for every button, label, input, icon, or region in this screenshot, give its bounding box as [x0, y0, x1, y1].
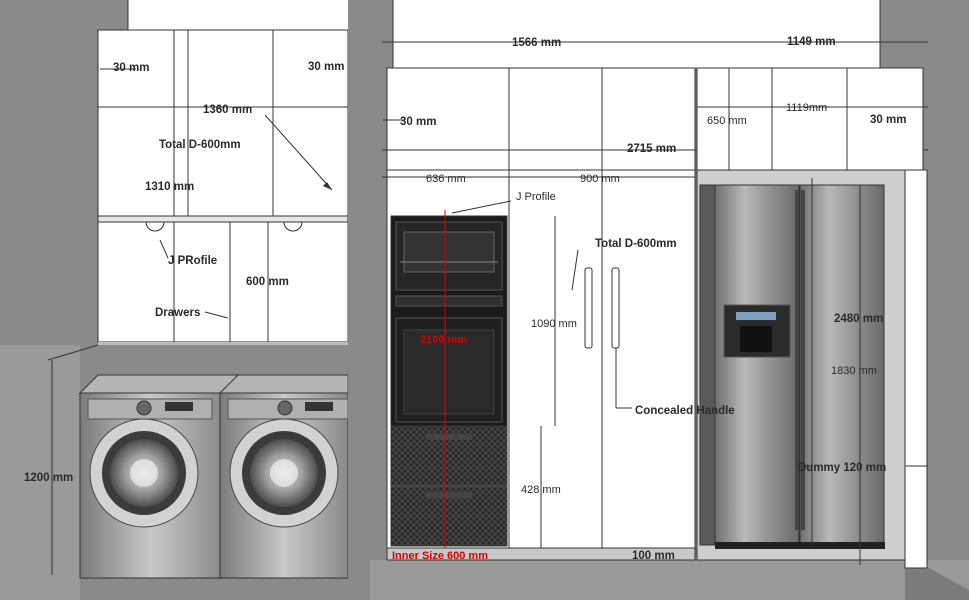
left-gap-left-label: 30 mm [113, 62, 149, 74]
left-upper-height-label: 1310 mm [145, 181, 194, 193]
tall-width-label: 1566 mm [512, 37, 561, 49]
gap-left-label: 30 mm [400, 116, 436, 128]
left-gap-right-label: 30 mm [308, 61, 344, 73]
left-side-wall [0, 345, 80, 600]
j-profile-label: J Profile [516, 191, 556, 203]
pantry-handle-right [611, 267, 620, 349]
gap-right-label: 30 mm [870, 114, 906, 126]
left-width-label: 1360 mm [203, 104, 252, 116]
left-floor-height-label: 1200 mm [24, 472, 73, 484]
dummy-label: Dummy 120 mm [798, 462, 886, 474]
pantry-width-label: 900 mm [580, 173, 620, 185]
washing-machine-1 [78, 373, 240, 580]
lower-cabinet-block [97, 221, 349, 343]
fridge-body-height-label: 1830 mm [831, 365, 877, 377]
left-elevation: 30 mm 30 mm 1360 mm Total D-600mm 1310 m… [0, 0, 349, 600]
inner-size-label: Inner Size 600 mm [392, 550, 488, 562]
side-by-side-refrigerator [699, 184, 885, 549]
fridge-upper-width-label: 1149 mm [787, 36, 836, 48]
panel-divider [348, 0, 370, 600]
dummy-panel [904, 169, 928, 569]
overall-height-label: 2100 mm [420, 334, 467, 346]
fridge-height-label: 2480 mm [834, 313, 883, 325]
upper-cabinet-block [97, 29, 349, 217]
pantry-handle-left [584, 267, 593, 349]
left-drawers-label: Drawers [155, 307, 200, 319]
right-total-depth-label: Total D-600mm [595, 238, 677, 250]
left-lower-height-label: 600 mm [246, 276, 289, 288]
left-total-depth-label: Total D-600mm [159, 139, 241, 151]
fridge-upper-span-label: 1119mm [786, 102, 827, 114]
fridge-upper-height-label: 650 mm [707, 115, 747, 127]
overall-width-label: 2715 mm [627, 143, 676, 155]
concealed-handle-label: Concealed Handle [635, 405, 735, 417]
oven-col-width-label: 636 mm [426, 173, 466, 185]
left-j-profile-label: J PRofile [168, 255, 217, 267]
right-elevation: 1566 mm 1149 mm 30 mm 1119mm 650 mm 30 m… [370, 0, 969, 600]
leader-total-depth-left [264, 114, 333, 191]
left-wall-top [128, 0, 348, 30]
oven-height-label: 1090 mm [531, 318, 577, 330]
washing-machine-2 [218, 374, 349, 579]
drawer-height-label: 428 mm [521, 484, 561, 496]
right-wall-top [393, 0, 880, 68]
j-profile-notch [145, 221, 165, 232]
plinth-label: 100 mm [632, 550, 675, 562]
